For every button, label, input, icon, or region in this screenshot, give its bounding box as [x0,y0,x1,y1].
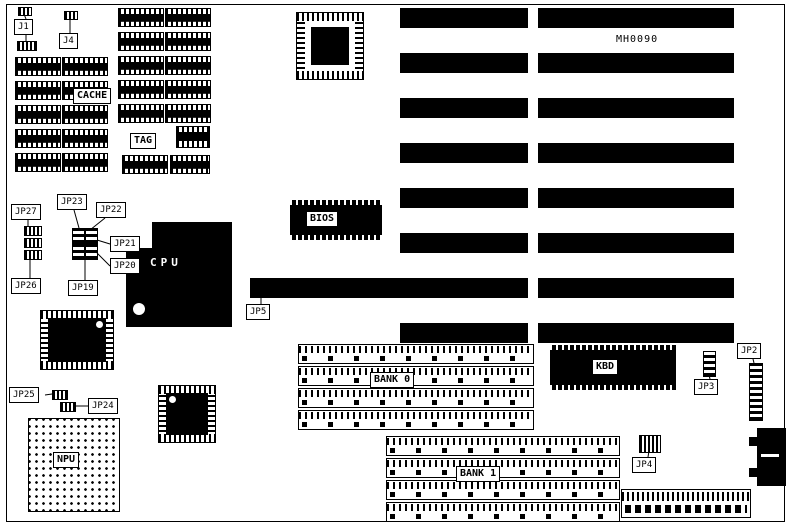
label-bank0: BANK 0 [370,372,415,388]
qfp-chip [40,310,114,370]
cache-chip [15,129,61,148]
simm-socket-bank0 [298,366,534,386]
isa-slot [400,8,528,28]
jumper-j1 [18,7,32,16]
tag-chip [170,155,210,174]
isa-slot [538,8,734,28]
jumper-block [24,238,42,248]
cache-chip [62,57,108,76]
qfp-chip [158,385,216,443]
isa-slot [400,233,528,253]
keyboard-din-connector [757,428,786,486]
label-jp19: JP19 [68,280,98,296]
simm-socket-bank1 [386,436,620,456]
cache-chip [118,8,164,27]
label-j1: J1 [14,19,33,35]
cache-chip [62,153,108,172]
tag-chip [176,126,210,148]
simm-socket-bank1 [386,458,620,478]
kbd-controller-chip [550,345,676,390]
connector-j1 [17,41,37,51]
cache-chip [62,129,108,148]
isa-slot [538,188,734,208]
cache-chip [62,105,108,124]
label-cache: CACHE [73,88,112,104]
cache-chip [15,81,61,100]
label-jp23: JP23 [57,194,87,210]
label-jp24: JP24 [88,398,118,414]
jumper-jp25 [52,390,68,400]
jumper-jp3 [703,351,716,377]
simm-socket-bank0 [298,344,534,364]
label-jp25: JP25 [9,387,39,403]
plcc-chip [296,12,364,80]
cache-chip [15,105,61,124]
jumper-jp27 [24,226,42,236]
pin1-dot [169,396,176,403]
cache-chip [165,104,211,123]
label-tag: TAG [130,133,157,149]
isa-slot [538,98,734,118]
label-jp27: JP27 [11,204,41,220]
label-jp26: JP26 [11,278,41,294]
cache-chip [165,56,211,75]
jumper-jp2 [749,363,763,421]
cpu-pin1-dot [133,303,145,315]
label-jp20: JP20 [110,258,140,274]
label-jp2: JP2 [737,343,762,359]
isa-slot [538,323,734,343]
label-jp4: JP4 [632,457,657,473]
jumper-jp4 [639,435,661,453]
jumper-jp20-jp21 [85,244,98,260]
label-j4: J4 [59,33,78,49]
cache-chip [165,8,211,27]
label-kbd: KBD [592,359,619,375]
label-jp22: JP22 [96,202,126,218]
simm-socket-bank0 [298,388,534,408]
cpu-label: CPU [150,256,182,269]
simm-socket-bank1 [386,480,620,500]
cache-chip [118,104,164,123]
cache-chip [165,32,211,51]
cache-chip [118,80,164,99]
jumper-jp24 [60,402,76,412]
isa-slot [400,98,528,118]
isa-slot [538,143,734,163]
jumper-jp22 [85,228,98,244]
isa-slot [400,53,528,73]
board-model-text: MH0090 [616,34,659,45]
isa-slot [538,278,734,298]
cache-chip [118,56,164,75]
plcc-die [311,27,349,65]
isa-slot [538,53,734,73]
cache-chip [15,57,61,76]
label-jp3: JP3 [694,379,719,395]
cache-chip [118,32,164,51]
jumper-jp26 [24,250,42,260]
jumper-jp23 [72,228,85,244]
isa-slot [400,323,528,343]
pin1-dot [96,321,103,328]
label-bios: BIOS [306,211,339,227]
din-tab [749,468,757,477]
isa-slot [538,233,734,253]
isa-slot [400,188,528,208]
label-bank1: BANK 1 [456,466,501,482]
jumper-j4 [64,11,78,20]
cache-chip [165,80,211,99]
jumper-jp19 [72,244,85,260]
label-jp5: JP5 [246,304,271,320]
label-jp21: JP21 [110,236,140,252]
tag-chip [122,155,168,174]
cache-chip [15,153,61,172]
simm-socket-bank0 [298,410,534,430]
label-npu: NPU [53,452,80,468]
isa-slot-long [250,278,528,298]
isa-slot [400,143,528,163]
power-connector [621,489,751,518]
din-slot-mark [761,454,779,457]
din-tab [749,437,757,446]
simm-socket-bank1 [386,502,620,522]
